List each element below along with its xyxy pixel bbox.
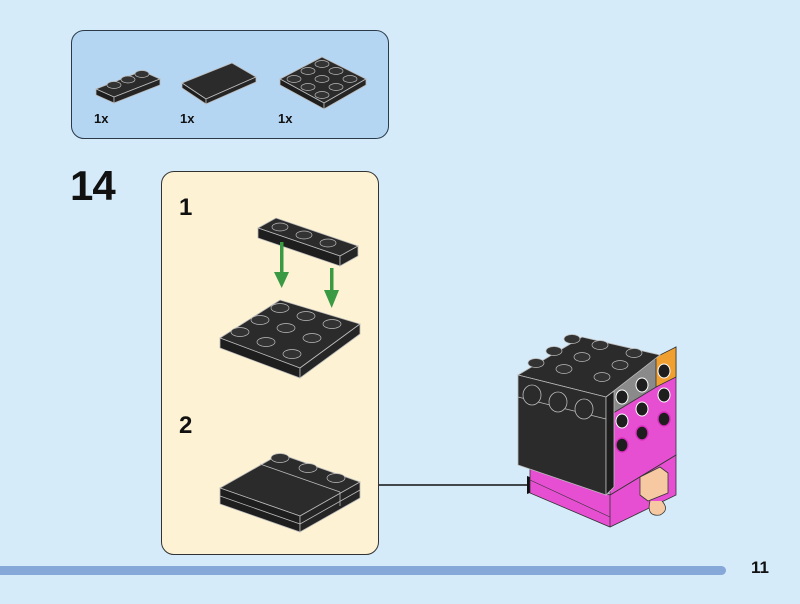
page-number: 11 <box>751 558 769 577</box>
arrow-down-icon <box>274 242 289 288</box>
substep-label-1: 1 <box>179 194 193 221</box>
part-tile-2x3-icon <box>181 62 257 105</box>
arrow-down-icon <box>324 268 339 308</box>
page-progress-bar <box>0 566 726 575</box>
plate-3x3-icon <box>219 299 361 379</box>
quantity-label: 1x <box>278 111 293 126</box>
part-plate-3x3-icon <box>279 56 367 110</box>
plate-1x3-icon <box>257 217 359 267</box>
quantity-label: 1x <box>94 111 109 126</box>
sub-assembly-panel: 1 <box>161 171 379 555</box>
parts-list-box: 1x 1x 1x <box>71 30 389 139</box>
quantity-label: 1x <box>180 111 195 126</box>
substep-label-2: 2 <box>179 412 193 439</box>
substep-1-illustration <box>219 217 361 379</box>
brickheadz-model-illustration <box>516 334 677 528</box>
step-number: 14 <box>70 162 116 209</box>
part-plate-1x3-icon <box>94 70 162 104</box>
substep-2-illustration <box>219 453 361 533</box>
